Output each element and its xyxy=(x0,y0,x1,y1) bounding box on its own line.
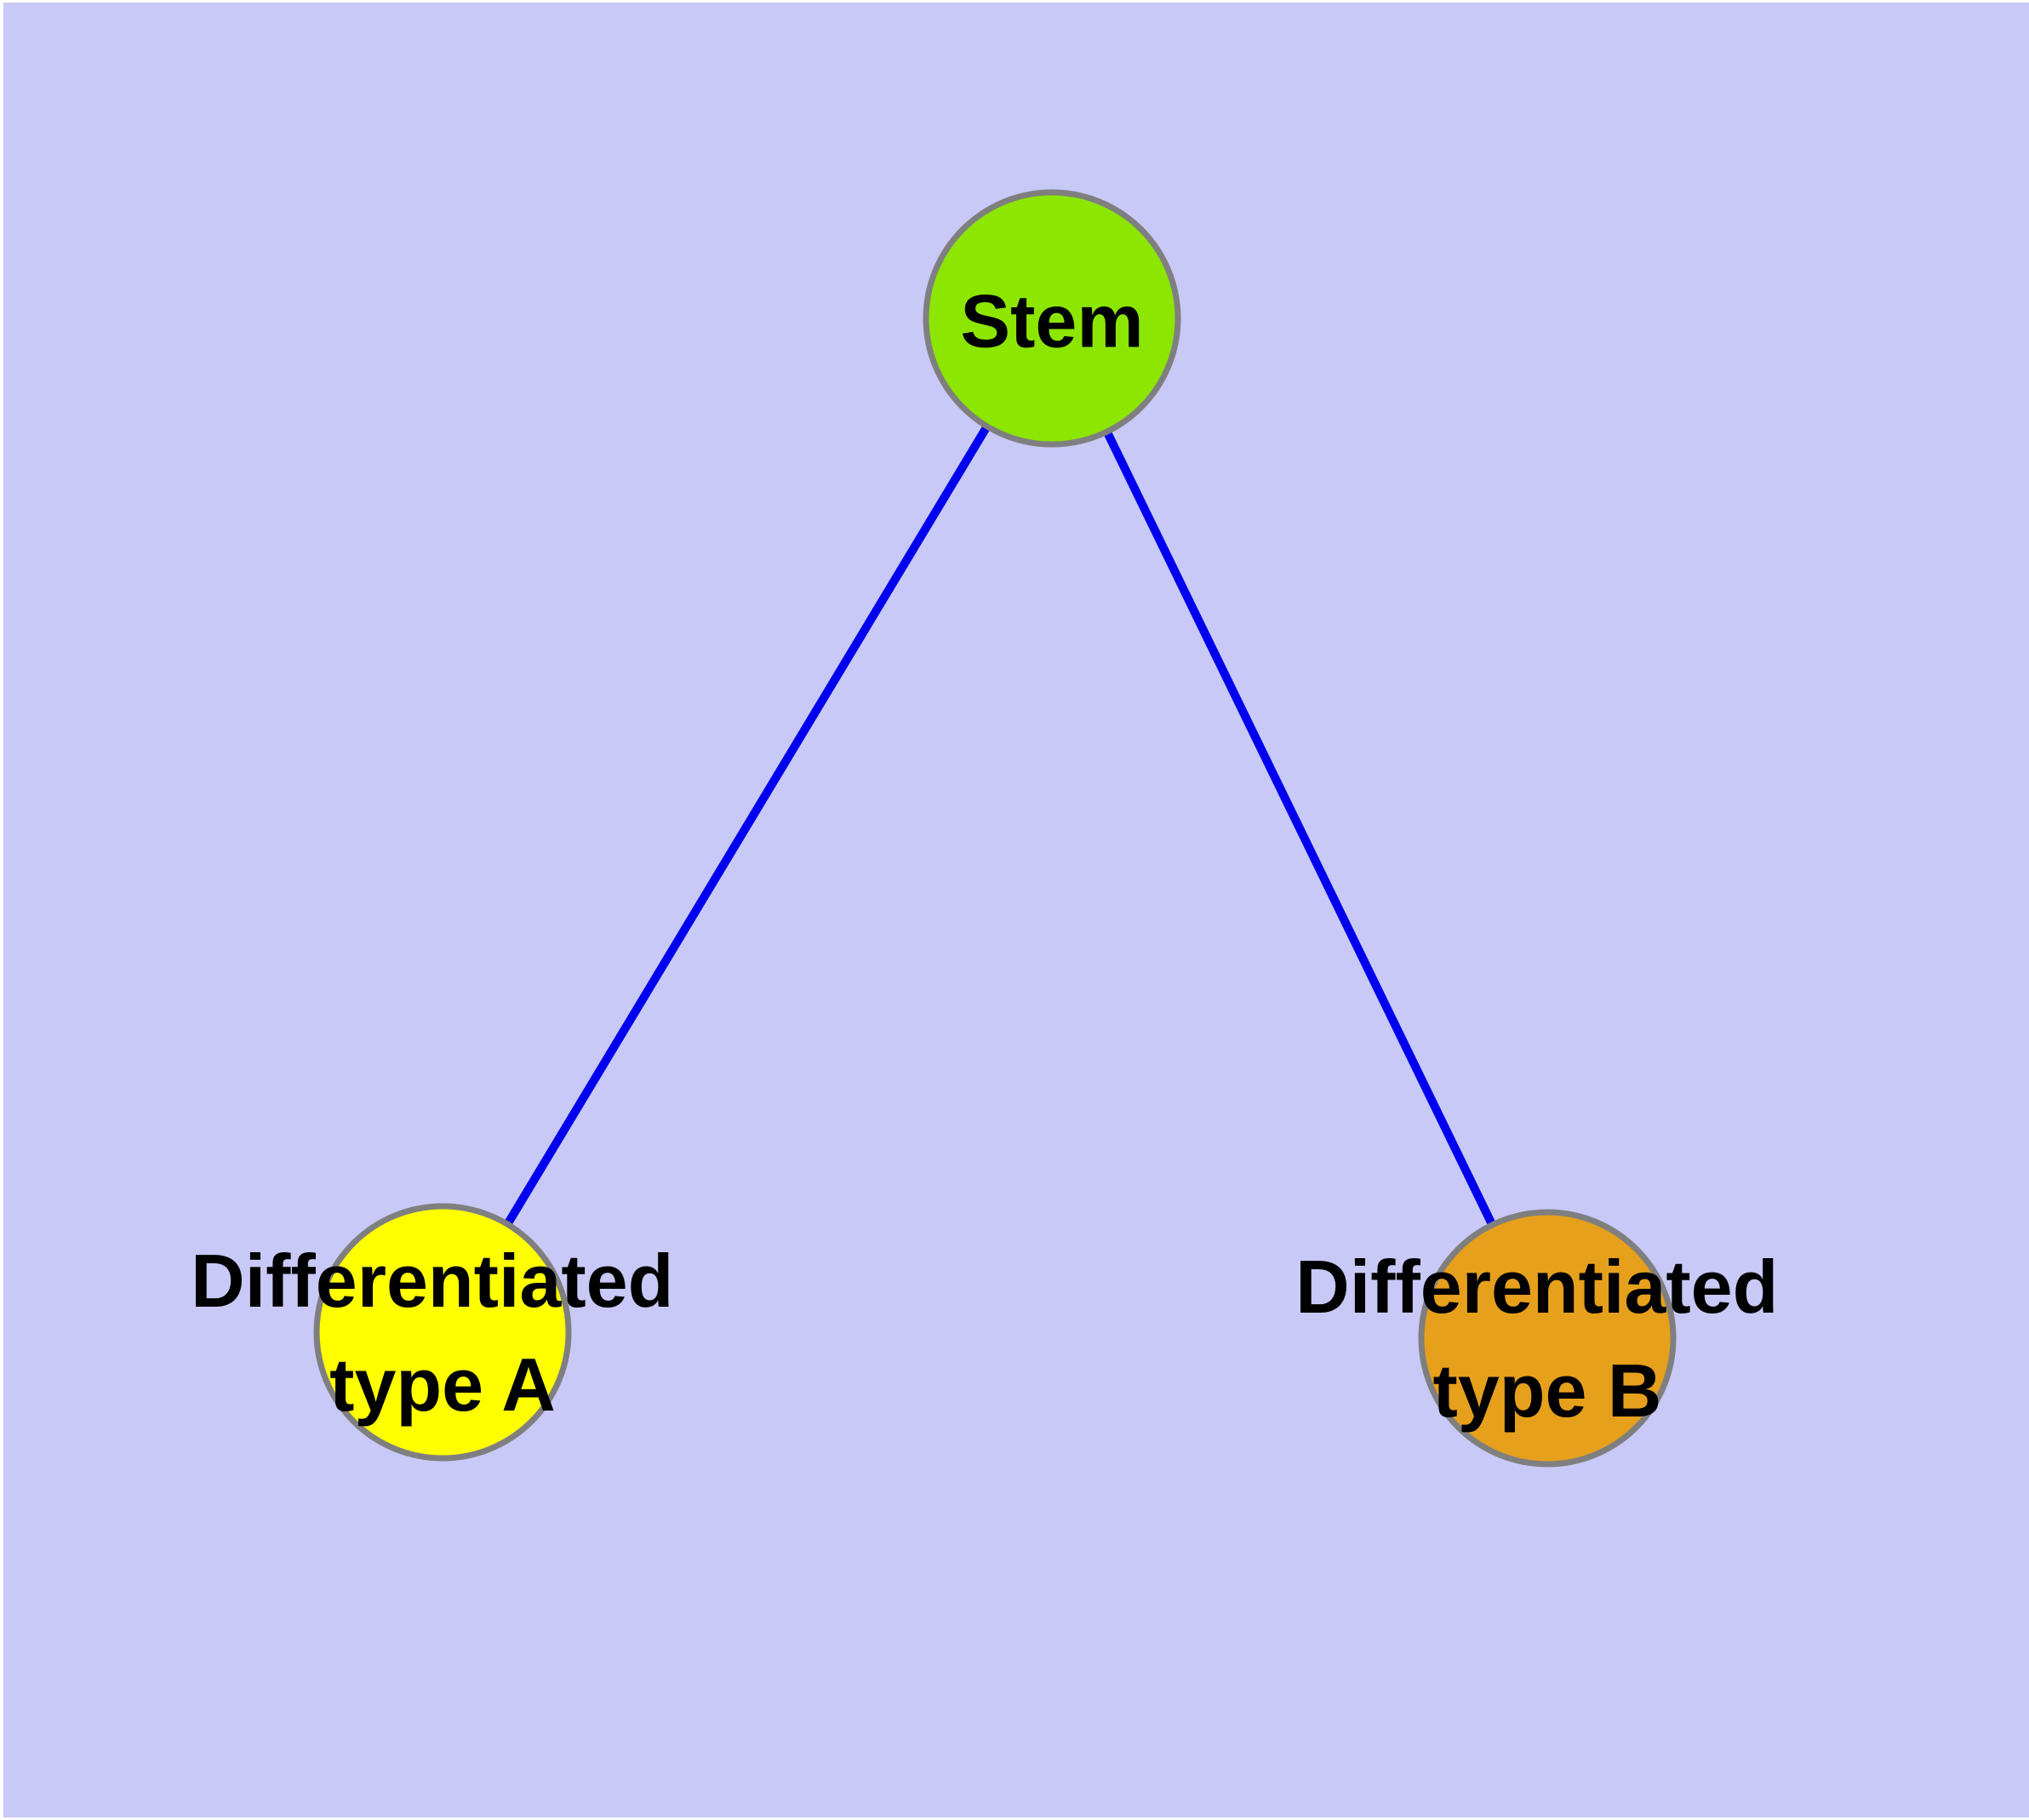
node-differentiated-type-b xyxy=(1418,1209,1677,1468)
edge-stem-to-type-a xyxy=(438,316,1056,1335)
node-stem xyxy=(923,189,1181,448)
node-differentiated-type-b-label: Differentiated type B xyxy=(1295,1245,1799,1433)
node-stem-label: Stem xyxy=(960,279,1143,363)
node-differentiated-type-b-label-line2: type B xyxy=(1433,1348,1662,1433)
edge-stem-to-type-b xyxy=(1048,316,1552,1341)
node-differentiated-type-b-label-line1: Differentiated xyxy=(1295,1245,1778,1329)
node-differentiated-type-a-label-line2: type A xyxy=(329,1342,556,1427)
node-differentiated-type-a xyxy=(313,1203,572,1462)
node-differentiated-type-a-label: Differentiated type A xyxy=(191,1239,694,1427)
node-differentiated-type-a-label-line1: Differentiated xyxy=(191,1239,673,1323)
